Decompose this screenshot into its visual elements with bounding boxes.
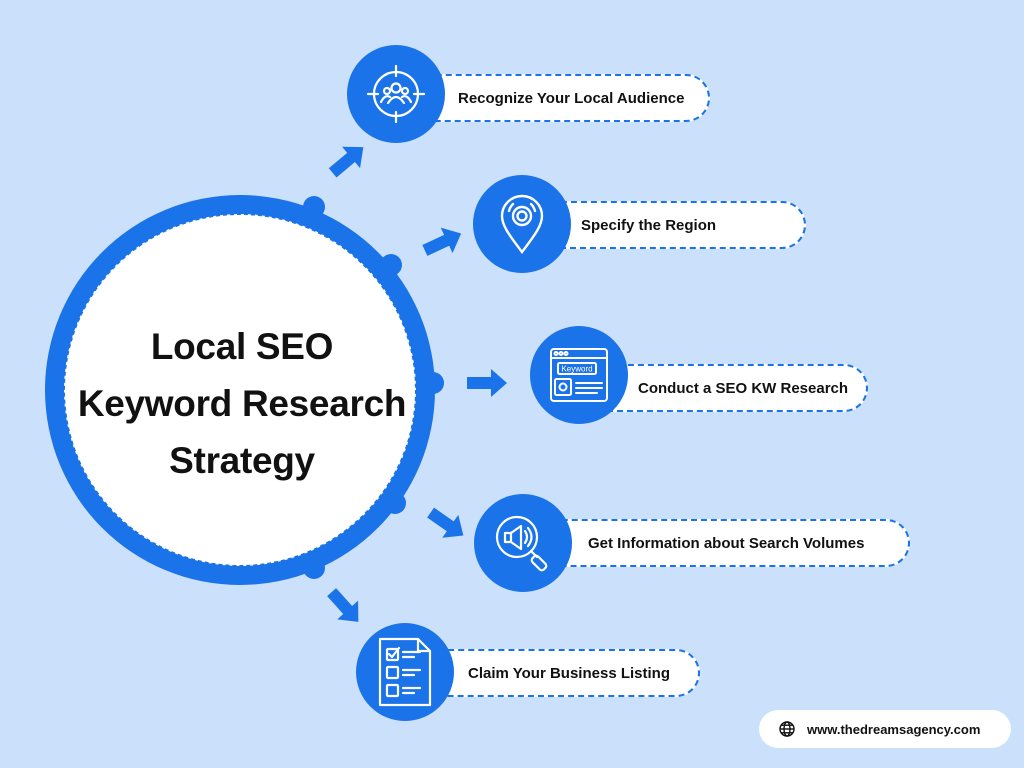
arrow-5 (327, 588, 359, 622)
target-audience-icon (347, 45, 445, 143)
keyword-browser-icon: Keyword (530, 326, 628, 424)
step-4-label: Get Information about Search Volumes (588, 534, 865, 552)
ring-node-5 (303, 557, 325, 579)
svg-text:Keyword: Keyword (561, 365, 592, 374)
arrow-3 (467, 369, 507, 397)
step-5-pill: Claim Your Business Listing (408, 649, 700, 697)
ring-node-3 (422, 372, 444, 394)
step-2-label: Specify the Region (581, 216, 717, 234)
step-5-label: Claim Your Business Listing (468, 664, 670, 682)
center-inner-dashed-ring (63, 213, 417, 567)
globe-icon (779, 721, 795, 737)
website-url[interactable]: www.thedreamsagency.com (807, 721, 981, 737)
location-pin-icon (473, 175, 571, 273)
arrow-4 (427, 507, 464, 538)
center-title-line-1: Local SEO (150, 326, 334, 367)
arrow-2 (422, 227, 462, 256)
step-1-pill: Recognize Your Local Audience (396, 74, 710, 122)
megaphone-search-icon (474, 494, 572, 592)
ring-node-2 (380, 254, 402, 276)
center-title: Local SEO Keyword Research Strategy (62, 318, 422, 489)
center-title-line-3: Strategy (169, 440, 315, 481)
checklist-icon (356, 623, 454, 721)
center-title-line-2: Keyword Research (77, 383, 407, 424)
step-1-label: Recognize Your Local Audience (458, 89, 685, 107)
step-4-pill: Get Information about Search Volumes (522, 519, 910, 567)
arrow-1 (328, 146, 364, 178)
ring-node-1 (303, 196, 325, 218)
step-3-label: Conduct a SEO KW Research (638, 379, 849, 397)
ring-node-4 (384, 492, 406, 514)
website-badge[interactable]: www.thedreamsagency.com (759, 710, 1011, 748)
